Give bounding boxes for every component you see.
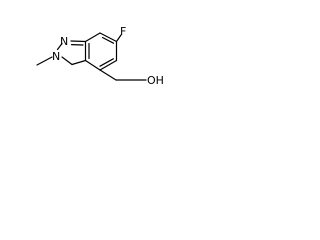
bond-n2-c3 bbox=[61, 56, 73, 66]
bond-c5-c4-inner bbox=[99, 58, 114, 67]
hydroxyl-label: OH bbox=[147, 74, 164, 87]
nitrogen-1-label: N bbox=[60, 35, 68, 48]
bond-c7a-n1 bbox=[70, 40, 87, 43]
bond-c7-c6-inner bbox=[101, 36, 115, 44]
bond-c3-c3a bbox=[71, 59, 87, 66]
nitrogen-2-label: N bbox=[52, 50, 60, 63]
bond-c5-f bbox=[115, 34, 122, 43]
bond-c7a-c7 bbox=[84, 32, 101, 43]
bond-n1-n2 bbox=[56, 42, 63, 51]
bond-c4-ch2 bbox=[99, 69, 117, 81]
fluorine-label: F bbox=[120, 25, 126, 38]
bond-c7-c6 bbox=[99, 32, 118, 43]
bond-c4-c3a bbox=[84, 59, 101, 71]
bond-n2-methyl bbox=[36, 56, 53, 66]
bond-c5-c4 bbox=[99, 59, 118, 71]
structure-diagram: F N N OH bbox=[0, 0, 190, 98]
molecule-drawing: F N N OH bbox=[36, 25, 164, 87]
